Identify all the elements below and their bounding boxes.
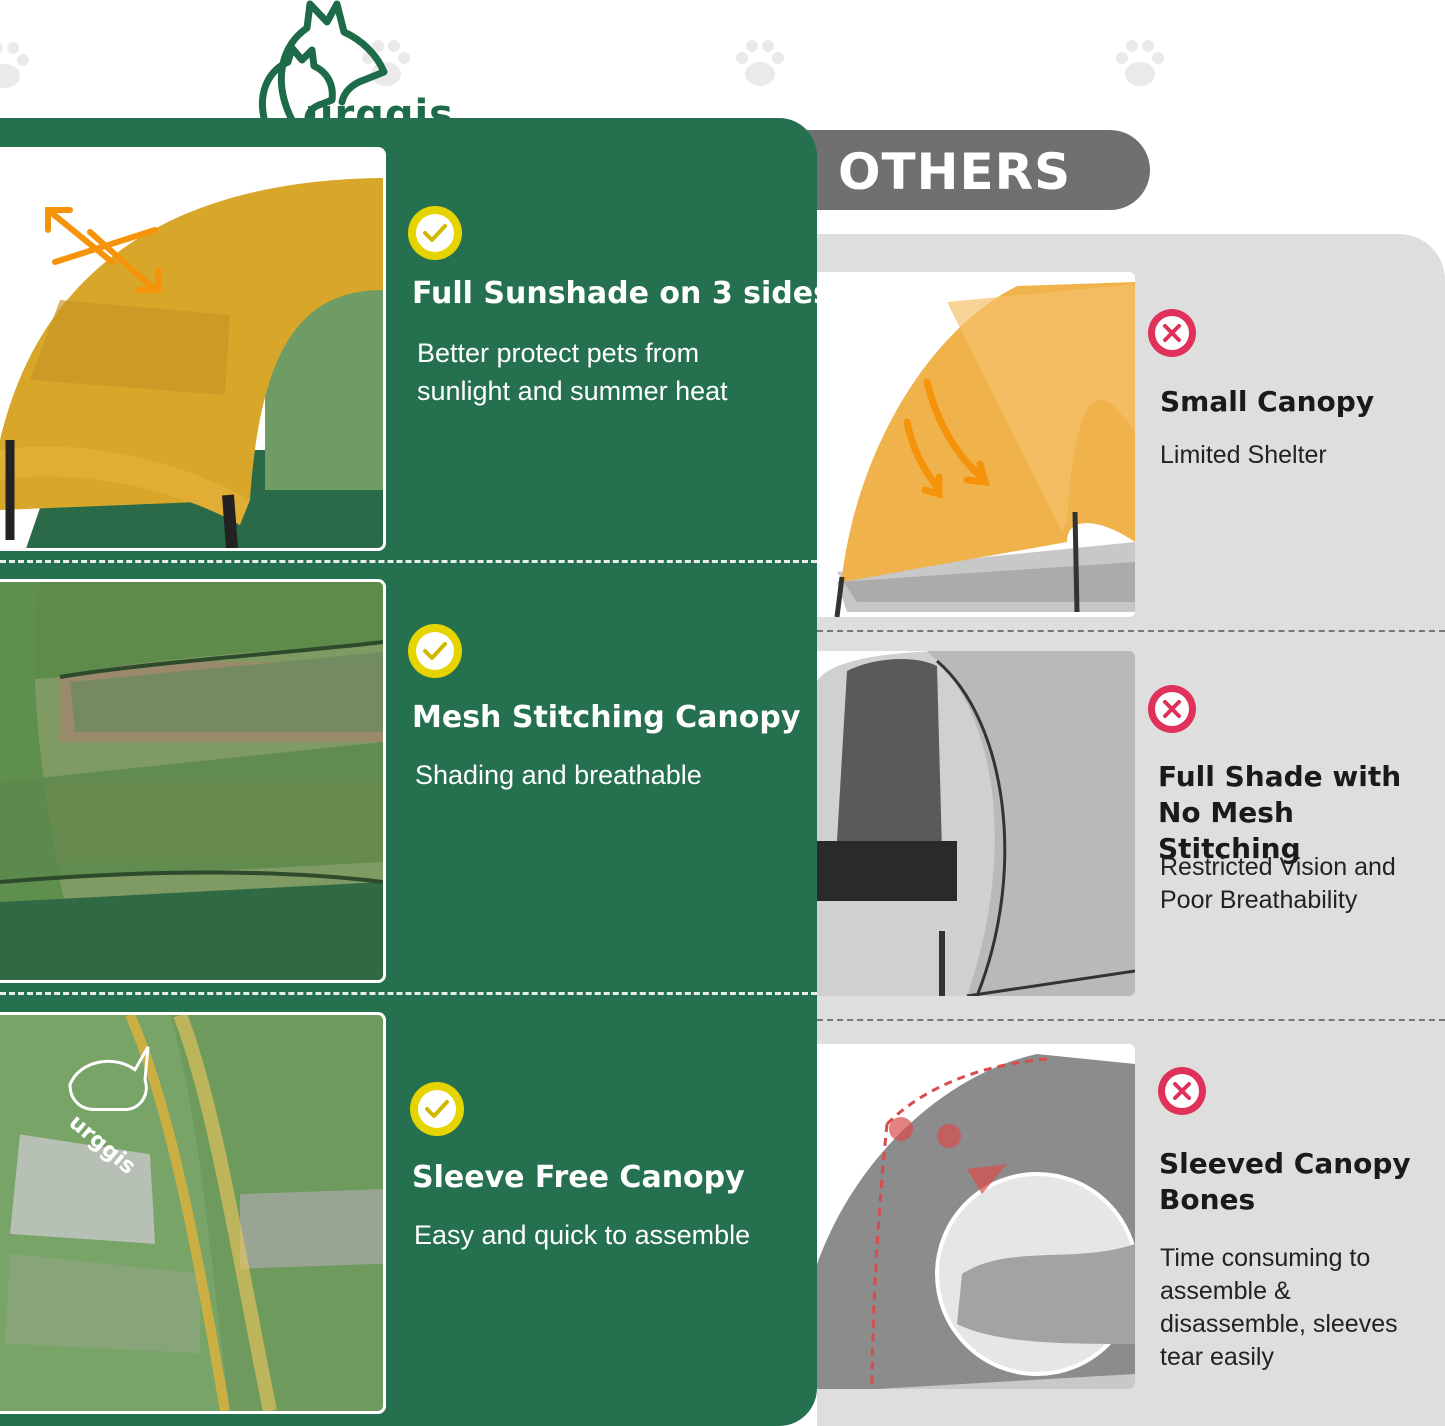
full-shade-photo [817, 651, 1135, 996]
feature-description: Easy and quick to assemble [414, 1220, 751, 1250]
feature-title: Mesh Stitching Canopy [412, 700, 801, 735]
feature-description: Shading and breathable [415, 760, 702, 790]
others-heading: OTHERS [838, 143, 1072, 201]
dog-cat-logo-icon [259, 0, 388, 124]
feature-title: Sleeve Free Canopy [412, 1160, 745, 1195]
x-circle-icon [1158, 1067, 1206, 1115]
brand-logo [252, 0, 492, 140]
others-divider [817, 1019, 1445, 1021]
mesh-canopy-photo [0, 579, 386, 983]
small-canopy-photo [817, 272, 1135, 617]
check-circle-icon [410, 1082, 464, 1136]
paw-print-icon [0, 42, 29, 88]
check-circle-icon [408, 624, 462, 678]
paw-print-icon [736, 40, 784, 86]
feature-title: Full Sunshade on 3 sides [412, 276, 831, 311]
competitor-description: Time consuming to assemble & disassemble… [1160, 1244, 1398, 1371]
sunshade-canopy-photo [0, 147, 386, 551]
feature-description: Better protect pets from sunlight and su… [417, 338, 728, 406]
ours-divider [0, 992, 817, 995]
check-circle-icon [408, 206, 462, 260]
x-circle-icon [1148, 685, 1196, 733]
sleeved-canopy-photo [817, 1044, 1135, 1389]
competitor-title: Full Shade with No Mesh Stitching [1158, 760, 1402, 865]
competitor-description: Restricted Vision and Poor Breathability [1160, 853, 1396, 914]
sleeve-free-canopy-photo: urggis [0, 1012, 386, 1414]
others-header-pill [800, 130, 1150, 210]
competitor-description: Limited Shelter [1160, 441, 1327, 469]
paw-print-icon [1116, 40, 1164, 86]
others-divider [817, 630, 1445, 632]
competitor-title: Sleeved Canopy Bones [1159, 1147, 1411, 1216]
competitor-title: Small Canopy [1160, 385, 1375, 418]
x-circle-icon [1148, 309, 1196, 357]
ours-divider [0, 560, 817, 563]
